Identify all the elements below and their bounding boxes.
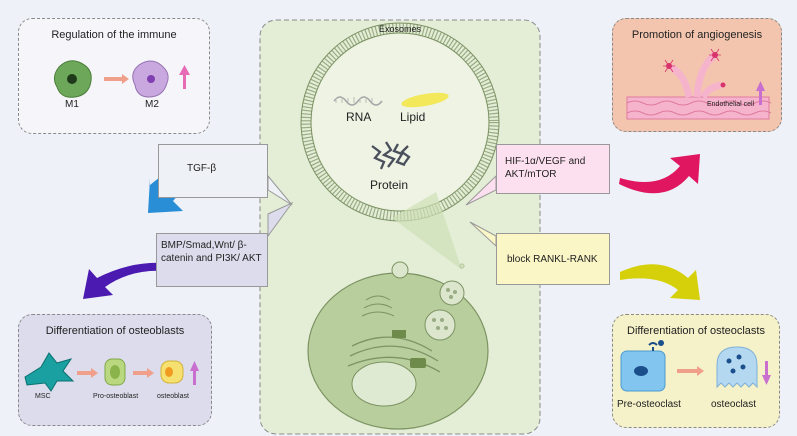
endothelial-icon [626,48,772,120]
arrow-to-angiogenesis-icon [619,154,700,194]
m2-label: M2 [145,99,159,110]
hif-callout: HIF-1α/VEGF and AKT/mTOR [496,144,610,194]
osteoblast-panel-title: Differentiation of osteoblasts [45,325,185,337]
tgf-callout: TGF-β [158,144,268,198]
arrow-to-osteoblast-icon [83,262,165,299]
protein-label: Protein [370,178,409,192]
lipid-label: Lipid [400,110,426,124]
cell-icon [307,261,489,430]
m1-label: M1 [65,99,79,110]
macrophage-icons [53,60,190,98]
bmp-callout: BMP/Smad,Wnt/ β-catenin and PI3K/ AKT [156,233,268,287]
callout-spike [392,192,462,270]
exosomes-title: Exosomes [378,24,422,34]
immune-panel-title: Regulation of the immune [51,29,177,41]
rna-label: RNA [346,110,372,124]
tgf-pointer [267,174,293,206]
msc-label: MSC [35,393,51,400]
osteoclast-panel-title: Differentiation of osteoclasts [627,325,765,337]
bmp-pointer [267,201,294,238]
pro-osteoblast-label: Pro-osteoblast [93,393,139,400]
osteoblast-icons [24,352,199,392]
osteoclast-panel: Differentiation of osteoclasts Pre-osteo… [612,314,780,428]
rna-strand-icon [335,97,373,103]
angiogenesis-panel-title: Promotion of angiogenesis [631,29,763,41]
lipid-icon [401,92,449,108]
osteoclast-icons [620,340,771,392]
osteoblast-label: osteoblast [157,393,189,400]
endothelial-cell-label: Endothelial cell [707,101,755,108]
pre-osteoclast-label: Pre-osteoclast [617,399,681,410]
protein-icon [371,141,411,170]
osteoclast-label: osteoclast [711,399,757,410]
immune-panel: Regulation of the immune M1 M2 [18,18,210,134]
rankl-callout: block RANKL-RANK [496,233,610,285]
osteoblast-panel: Differentiation of osteoblasts MSC Pro-o… [18,314,212,426]
angiogenesis-panel: Promotion of angiogenesis Endothelial ce… [612,18,782,132]
arrow-to-osteoclast-icon [620,264,700,300]
